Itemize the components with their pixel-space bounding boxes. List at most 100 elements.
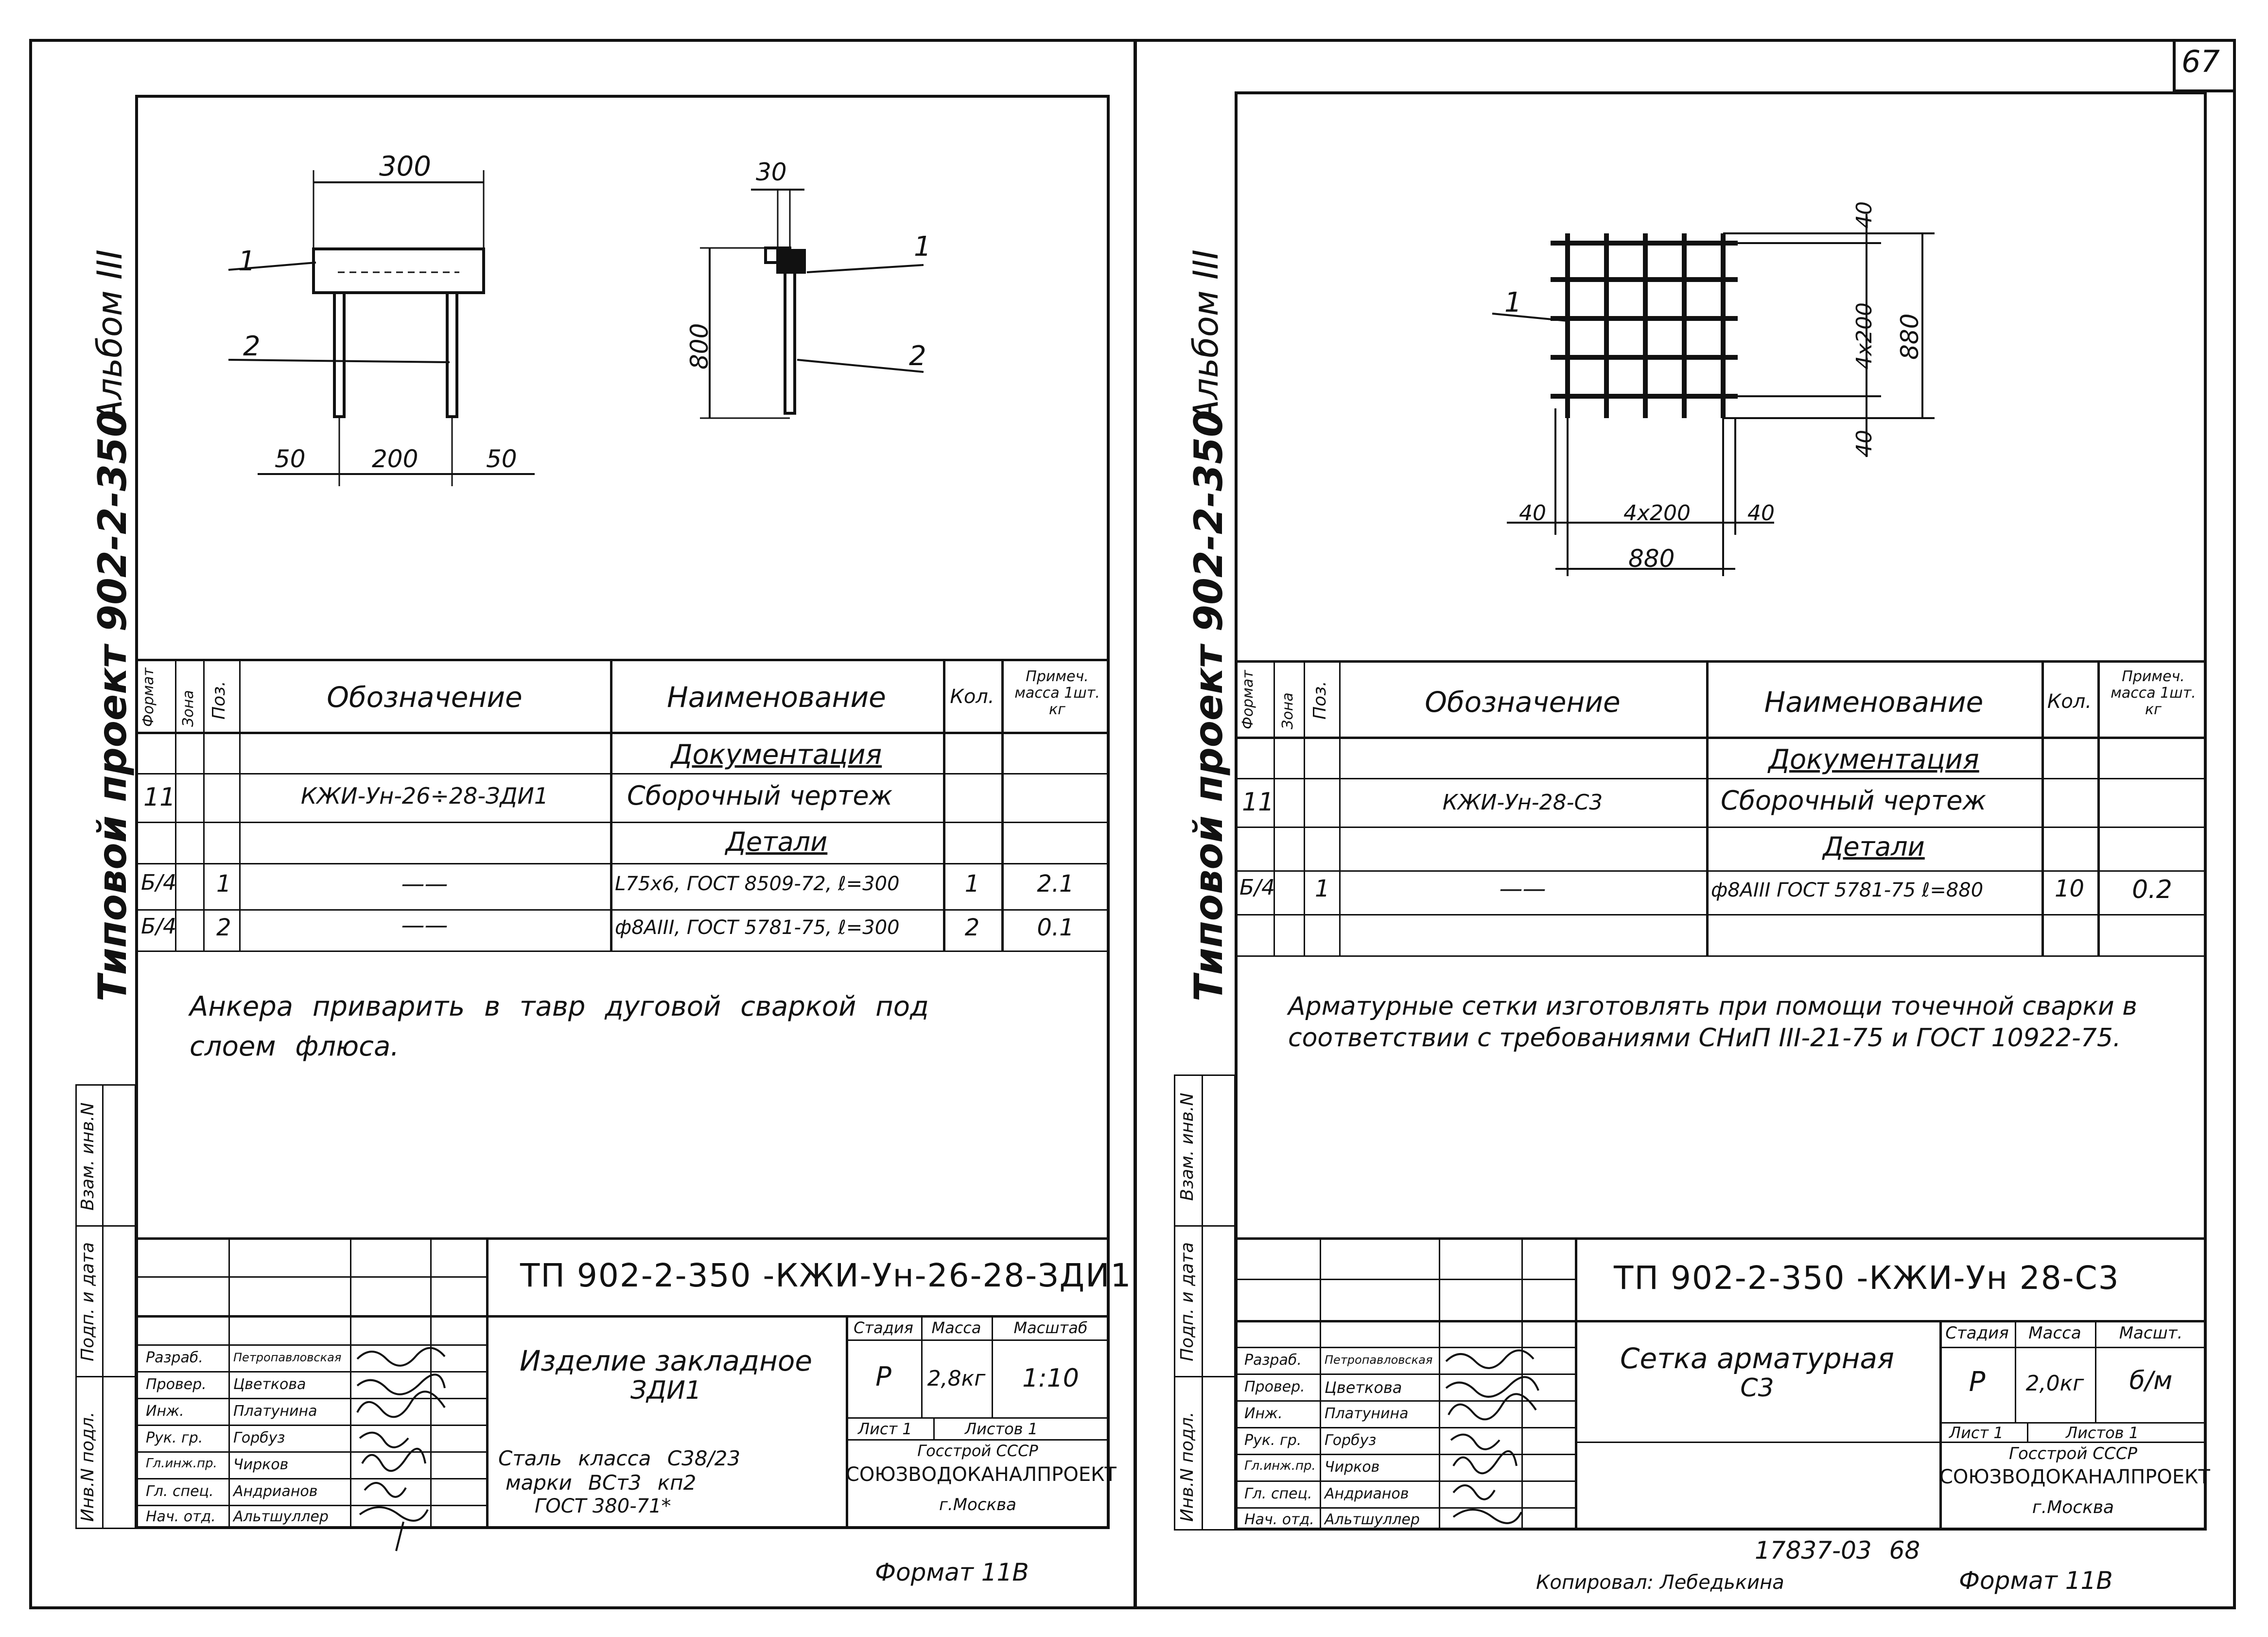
left-title-code: ТП 902-2-350 -КЖИ-Ун-26-28-ЗДИ1 xyxy=(520,1257,1132,1294)
right-mass: 2,0кг xyxy=(2025,1371,2084,1396)
sheet-divider xyxy=(1134,39,1137,1609)
right-inner-frame xyxy=(1235,91,2207,1531)
left-dim-200: 200 xyxy=(372,445,419,473)
left-spec-h-note: Примеч. масса 1шт. кг xyxy=(1014,668,1100,718)
left-spec-h-designation: Обозначение xyxy=(327,681,523,714)
right-spec-h-note: Примеч. масса 1шт. кг xyxy=(2111,668,2196,718)
right-dim-40-left: 40 xyxy=(1519,501,1546,526)
left-spec-doc-format: 11 xyxy=(143,783,176,812)
left-note-text: Анкера приварить в тавр дуговой сваркой … xyxy=(190,991,929,1062)
left-inner-frame xyxy=(135,95,1110,1529)
left-callout-front-2: 2 xyxy=(243,331,261,362)
left-spec-h-name: Наименование xyxy=(667,681,886,714)
right-dim-880-h: 880 xyxy=(1628,545,1675,573)
left-mass-label: Масса xyxy=(931,1319,981,1337)
right-title-code: ТП 902-2-350 -КЖИ-Ун 28-С3 xyxy=(1614,1259,2120,1297)
right-stamp-strip xyxy=(1174,1074,1236,1531)
right-row1-qty: 10 xyxy=(2054,875,2085,902)
left-spec-doc-name: Сборочный чертеж xyxy=(627,780,893,811)
left-row2-designation: —— xyxy=(401,912,448,939)
left-scale: 1:10 xyxy=(1022,1364,1079,1393)
left-spec-doc-designation: КЖИ-Ун-26÷28-ЗДИ1 xyxy=(300,783,549,809)
left-row2-name: ф8АIII, ГОСТ 5781-75, ℓ=300 xyxy=(615,916,900,939)
left-format: Формат 11В xyxy=(875,1558,1029,1586)
right-scale: б/м xyxy=(2129,1366,2173,1395)
left-row2-format: Б/4 xyxy=(141,914,177,939)
left-dim-30: 30 xyxy=(756,158,787,186)
left-spec-section-docs: Документация xyxy=(671,739,882,771)
right-sheets: Листов 1 xyxy=(2066,1424,2139,1442)
right-spec-h-designation: Обозначение xyxy=(1425,686,1621,719)
left-callout-front-1: 1 xyxy=(238,246,256,277)
left-row2-qty: 2 xyxy=(964,914,980,941)
right-sheet: Лист 1 xyxy=(1949,1424,2004,1442)
left-sheet: Лист 1 xyxy=(858,1420,912,1438)
left-embedded-part-drawing xyxy=(228,170,924,486)
right-mass-label: Масса xyxy=(2028,1323,2081,1343)
left-material-1: Сталь класса С38/23 xyxy=(498,1446,741,1470)
left-row1-qty: 1 xyxy=(964,870,980,898)
left-row1-format: Б/4 xyxy=(141,870,177,895)
left-callout-side-2: 2 xyxy=(909,340,926,372)
left-callout-side-1: 1 xyxy=(914,231,931,263)
left-title-line2: ЗДИ1 xyxy=(630,1376,701,1405)
left-row1-name: L75x6, ГОСТ 8509-72, ℓ=300 xyxy=(615,873,900,895)
right-spec-section-docs: Документация xyxy=(1768,744,1979,775)
right-row1-format: Б/4 xyxy=(1239,875,1275,900)
right-dim-40-right: 40 xyxy=(1747,501,1775,526)
left-row1-note: 2.1 xyxy=(1037,870,1074,898)
right-title-line2: С3 xyxy=(1740,1373,1774,1403)
right-spec-section-parts: Детали xyxy=(1823,831,1925,862)
right-org-1: Госстрой СССР xyxy=(2009,1444,2137,1463)
page-number: 67 xyxy=(2181,44,2220,79)
left-dim-300: 300 xyxy=(379,151,431,182)
right-note-line1: Арматурные сетки изготовлять при помощи … xyxy=(1288,992,2137,1021)
right-title-line1: Сетка арматурная xyxy=(1620,1342,1894,1375)
left-title-line1: Изделие закладное xyxy=(519,1344,813,1377)
right-dim-4x200-h: 4x200 xyxy=(1623,501,1691,526)
right-row1-pos: 1 xyxy=(1315,875,1330,902)
left-org-1: Госстрой СССР xyxy=(917,1442,1038,1460)
sheet-outer-frame xyxy=(29,39,2236,1609)
right-row1-note: 0.2 xyxy=(2132,875,2172,904)
left-material-2: марки ВСт3 кп2 xyxy=(506,1471,697,1495)
right-spec-h-name: Наименование xyxy=(1764,686,1984,719)
left-dim-50a: 50 xyxy=(275,445,306,473)
left-dim-50b: 50 xyxy=(486,445,517,473)
right-row1-designation: —— xyxy=(1499,875,1546,902)
left-scale-label: Масштаб xyxy=(1013,1319,1088,1337)
left-row1-designation: —— xyxy=(401,870,448,898)
left-org-3: г.Москва xyxy=(939,1495,1016,1514)
right-stage: Р xyxy=(1969,1366,1986,1398)
left-row2-note: 0.1 xyxy=(1037,914,1074,941)
left-stage-label: Стадия xyxy=(854,1319,913,1337)
right-spec-doc-format: 11 xyxy=(1242,788,1274,817)
right-scale-label: Масшт. xyxy=(2119,1323,2183,1343)
left-sheets: Листов 1 xyxy=(965,1420,1038,1438)
right-spec-doc-designation: КЖИ-Ун-28-С3 xyxy=(1442,790,1603,815)
left-stamp-strip xyxy=(75,1084,136,1529)
right-copied-by: Копировал: Лебедькина xyxy=(1536,1571,1784,1594)
left-mass: 2,8кг xyxy=(927,1366,986,1391)
right-row1-name: ф8АIII ГОСТ 5781-75 ℓ=880 xyxy=(1711,879,1984,901)
left-org-2: СОЮЗВОДОКАНАЛПРОЕКТ xyxy=(846,1463,1117,1486)
right-org-3: г.Москва xyxy=(2032,1497,2114,1517)
left-material-3: ГОСТ 380-71* xyxy=(535,1495,671,1517)
right-spec-doc-name: Сборочный чертеж xyxy=(1721,785,1987,816)
right-mesh-drawing xyxy=(1492,214,1935,576)
right-note-line2: соответствии с требованиями СНиП III-21-… xyxy=(1288,1023,2121,1053)
page-number-box xyxy=(2173,39,2236,92)
right-org-2: СОЮЗВОДОКАНАЛПРОЕКТ xyxy=(1939,1466,2210,1488)
left-stage: Р xyxy=(875,1361,891,1392)
left-row1-pos: 1 xyxy=(216,870,231,898)
left-spec-section-parts: Детали xyxy=(725,827,828,857)
right-stage-label: Стадия xyxy=(1945,1323,2009,1343)
left-spec-h-qty: Кол. xyxy=(950,686,994,708)
right-callout-1: 1 xyxy=(1504,287,1522,318)
right-format: Формат 11В xyxy=(1959,1567,2113,1595)
right-spec-h-qty: Кол. xyxy=(2047,690,2092,713)
right-archive-number: 17837-03 68 xyxy=(1755,1536,1920,1565)
left-row2-pos: 2 xyxy=(216,914,231,941)
